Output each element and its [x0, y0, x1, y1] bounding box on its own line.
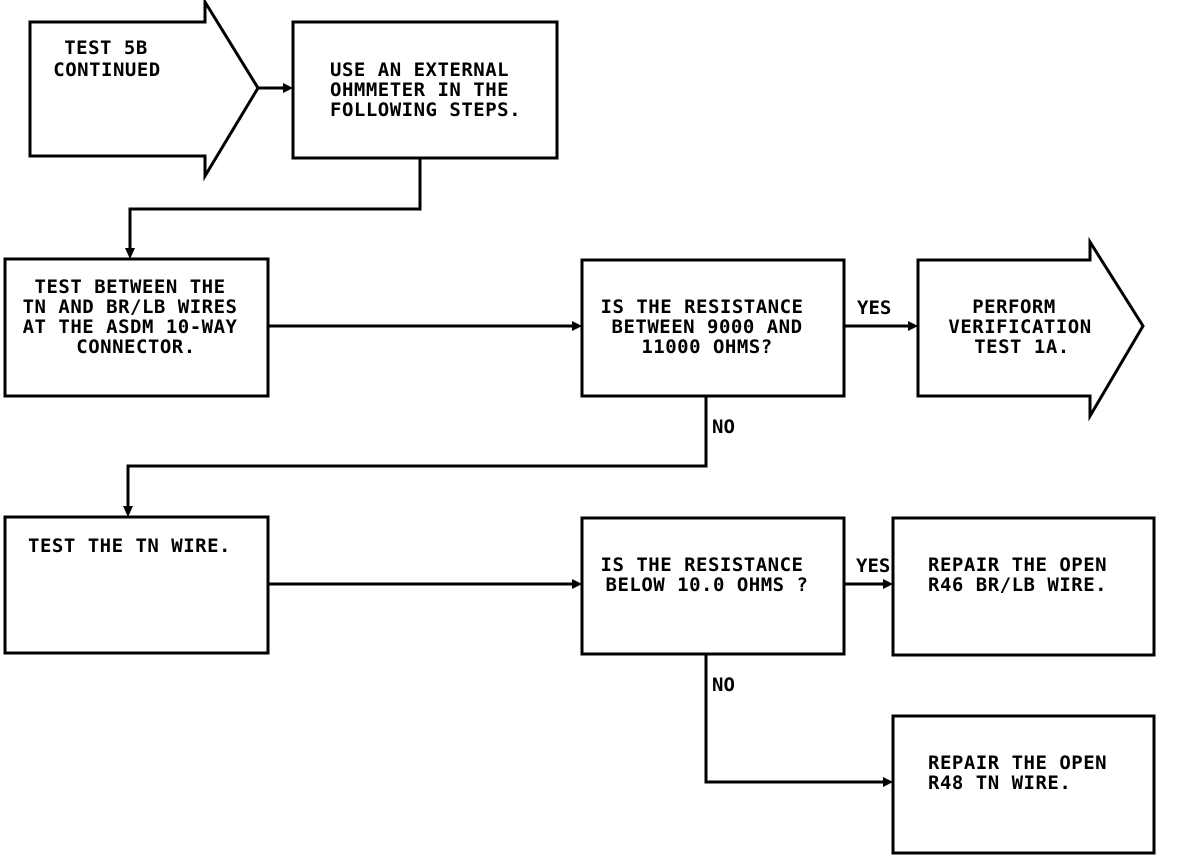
node-test-tn-wire: TEST THE TN WIRE. [3, 515, 270, 655]
edge-label-yes-2: YES [856, 555, 890, 577]
connectors [123, 83, 918, 787]
check-resistance-1-box [580, 258, 846, 398]
start-text: TEST 5B CONTINUED [53, 37, 160, 81]
node-check-resistance-2: IS THE RESISTANCE BELOW 10.0 OHMS ? [580, 516, 846, 656]
arrowhead [125, 248, 135, 259]
node-check-resistance-1: IS THE RESISTANCE BETWEEN 9000 AND 11000… [580, 258, 846, 398]
edge-ohmmeter-to-test-between [128, 158, 422, 250]
edge-label-no-1: NO [712, 416, 735, 438]
repair-br-lb-text: REPAIR THE OPEN R46 BR/LB WIRE. [928, 554, 1119, 596]
start-arrow-shape [28, 0, 260, 182]
arrowhead [123, 506, 133, 517]
repair-tn-box [891, 714, 1156, 855]
node-repair-tn: REPAIR THE OPEN R48 TN WIRE. [891, 714, 1156, 855]
node-use-ohmmeter: USE AN EXTERNAL OHMMETER IN THE FOLLOWIN… [291, 20, 559, 160]
node-perform-verification: PERFORM VERIFICATION TEST 1A. [916, 236, 1145, 422]
arrowhead [883, 579, 893, 589]
check-resistance-1-text: IS THE RESISTANCE BETWEEN 9000 AND 11000… [601, 296, 816, 358]
check-resistance-2-text: IS THE RESISTANCE BELOW 10.0 OHMS ? [601, 554, 816, 596]
use-ohmmeter-text: USE AN EXTERNAL OHMMETER IN THE FOLLOWIN… [330, 59, 521, 121]
arrowhead [883, 777, 893, 787]
test-tn-wire-text: TEST THE TN WIRE. [28, 535, 231, 557]
arrowhead [908, 321, 918, 331]
edge-no-2 [704, 654, 885, 784]
arrowhead [283, 83, 293, 93]
arrowhead [572, 579, 582, 589]
repair-br-lb-box [891, 516, 1156, 657]
test-tn-wire-box [3, 515, 270, 655]
node-test-between: TEST BETWEEN THE TN AND BR/LB WIRES AT T… [3, 257, 270, 398]
edge-labels: YES NO YES NO [712, 297, 891, 696]
arrowhead [572, 321, 582, 331]
test-between-text: TEST BETWEEN THE TN AND BR/LB WIRES AT T… [23, 276, 250, 358]
repair-tn-text: REPAIR THE OPEN R48 TN WIRE. [928, 752, 1119, 794]
node-repair-br-lb: REPAIR THE OPEN R46 BR/LB WIRE. [891, 516, 1156, 657]
perform-verification-arrow-shape [916, 236, 1145, 422]
perform-verification-text: PERFORM VERIFICATION TEST 1A. [948, 296, 1103, 358]
test-between-box [3, 257, 270, 398]
edge-label-no-2: NO [712, 674, 735, 696]
edge-label-yes-1: YES [857, 297, 891, 319]
edge-no-1 [126, 396, 708, 508]
node-start: TEST 5B CONTINUED [28, 0, 260, 182]
check-resistance-2-box [580, 516, 846, 656]
use-ohmmeter-box [291, 20, 559, 160]
